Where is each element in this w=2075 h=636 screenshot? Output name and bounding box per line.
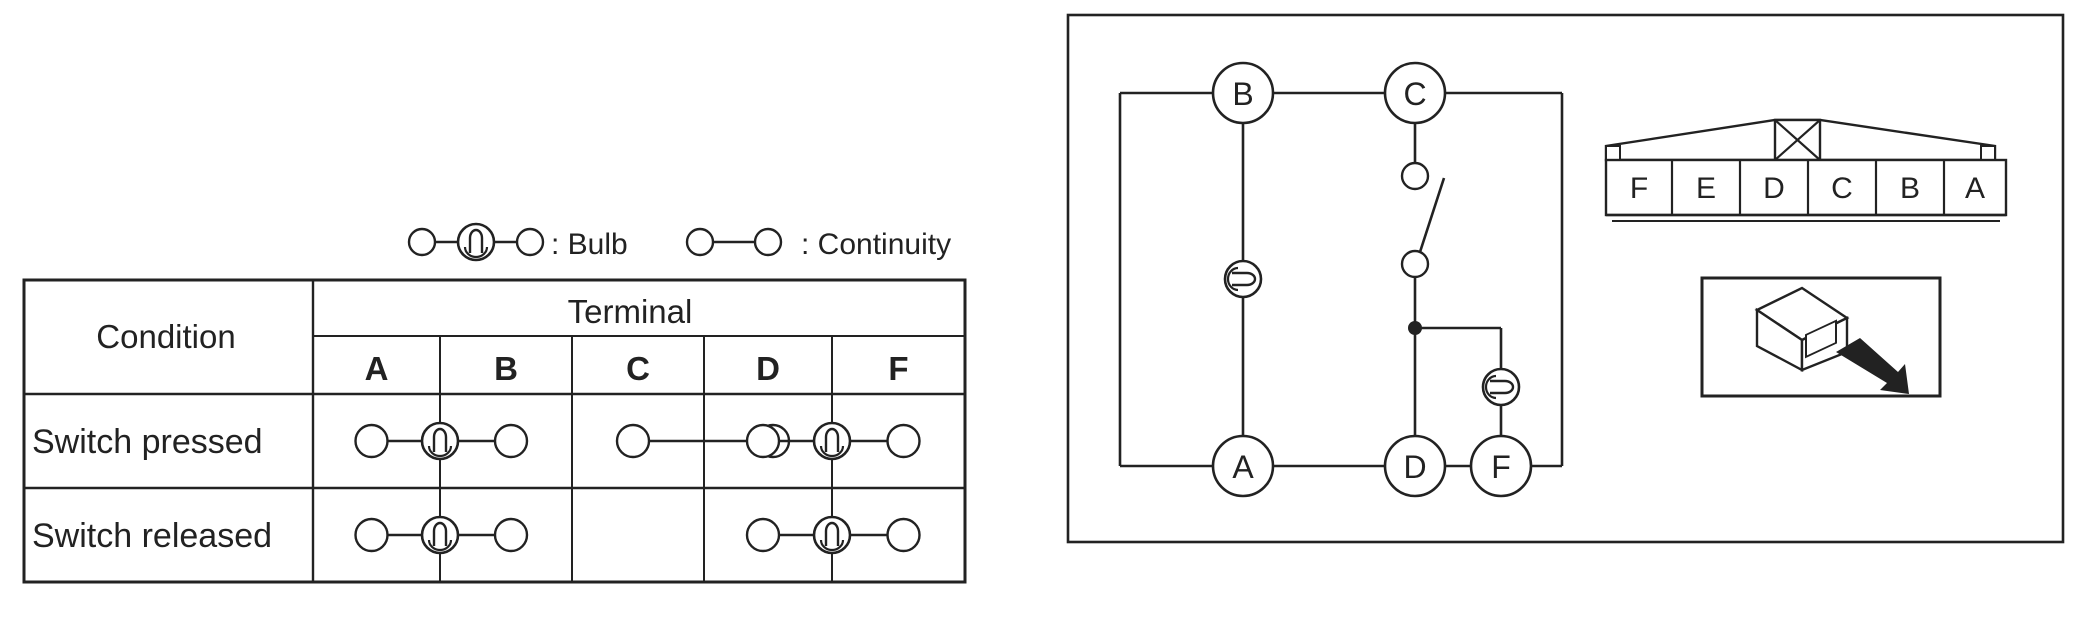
legend: : Bulb : Continuity — [407, 222, 951, 262]
svg-text:C: C — [1403, 76, 1426, 112]
row-condition-label: Switch pressed — [32, 423, 263, 461]
terminal-header: Terminal — [568, 293, 693, 330]
connector-view-arrow-icon — [1700, 276, 1942, 398]
connector-pin-a: A — [1965, 172, 1985, 205]
bulb-connection-d-f — [745, 421, 921, 461]
terminal-col-d: D — [756, 350, 780, 387]
continuity-table: Condition Terminal A B C D F Switch pressedS… — [22, 278, 967, 584]
bulb-symbol-icon — [407, 222, 545, 262]
circuit-bulb-df — [1481, 367, 1521, 407]
connector-pin-f: F — [1630, 172, 1648, 205]
svg-text:F: F — [1491, 449, 1511, 485]
connector-pin-c: C — [1831, 172, 1853, 205]
condition-header: Condition — [96, 318, 235, 355]
svg-text:B: B — [1232, 76, 1253, 112]
legend-continuity-label: : Continuity — [801, 228, 951, 261]
legend-bulb-label: : Bulb — [551, 228, 628, 261]
node-c: C — [1383, 61, 1447, 125]
connector-pin-e: E — [1696, 172, 1716, 205]
node-f: F — [1469, 434, 1533, 498]
junction-dot — [1408, 321, 1422, 335]
terminal-col-c: C — [626, 350, 650, 387]
circuit-diagram: B C A D F F E D C B A — [1066, 13, 2065, 544]
node-b: B — [1211, 61, 1275, 125]
circuit-wires — [1118, 91, 1564, 468]
connector-pin-b: B — [1900, 172, 1920, 205]
circuit-bulb-ab — [1223, 259, 1263, 299]
table-row: Switch released — [32, 515, 921, 555]
svg-text:A: A — [1232, 449, 1254, 485]
row-condition-label: Switch released — [32, 517, 272, 555]
bulb-connection-a-b — [354, 515, 529, 555]
node-a: A — [1211, 434, 1275, 498]
continuity-symbol-icon — [685, 227, 783, 257]
svg-text:D: D — [1403, 449, 1426, 485]
circuit-panel-frame — [1066, 13, 2065, 544]
table-row: Switch pressed — [32, 421, 921, 461]
terminal-col-a: A — [365, 350, 389, 387]
node-d: D — [1383, 434, 1447, 498]
circuit-switch — [1400, 161, 1446, 279]
connector-pin-d: D — [1763, 172, 1785, 205]
bulb-connection-d-f — [745, 515, 921, 555]
terminal-col-b: B — [494, 350, 518, 387]
bulb-connection-a-b — [354, 421, 529, 461]
terminal-col-f: F — [888, 350, 908, 387]
